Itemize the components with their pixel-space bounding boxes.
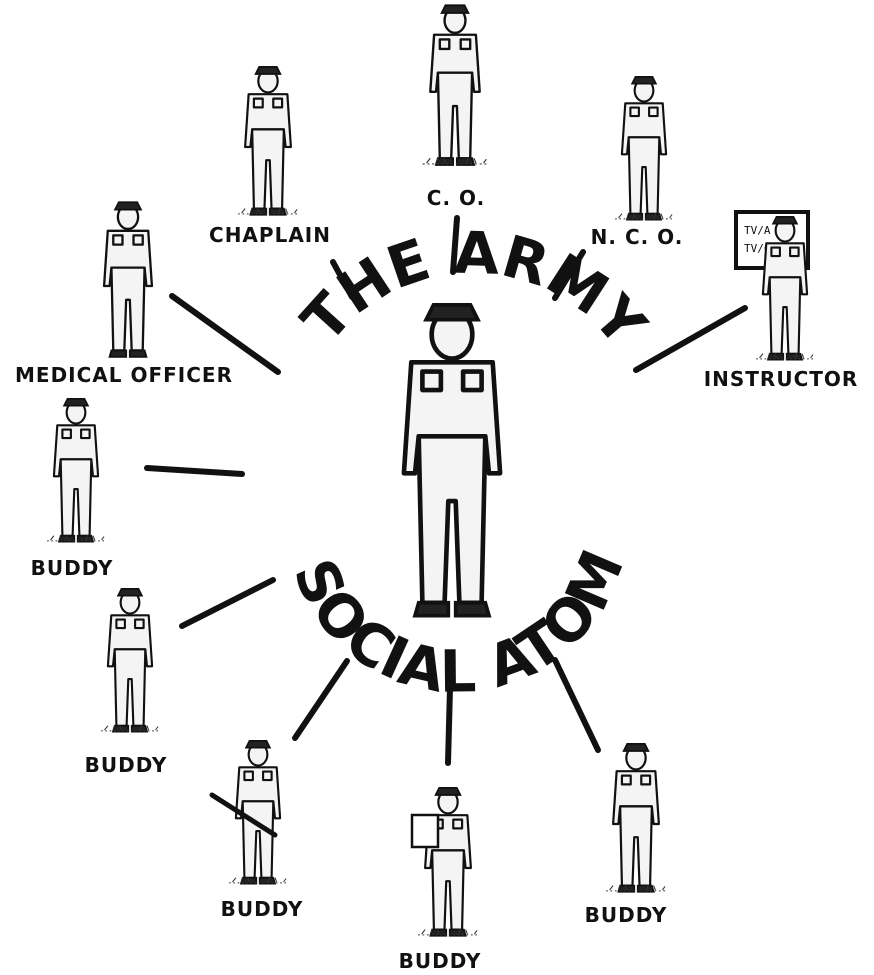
ray-buddy-2 (179, 577, 276, 629)
buddy-2-figure (100, 587, 160, 733)
buddy-5-label: BUDDY (585, 903, 668, 927)
buddy-4-label: BUDDY (399, 949, 482, 973)
buddy-4-figure (417, 786, 479, 937)
nco-figure (614, 75, 674, 221)
ray-instructor (633, 305, 748, 373)
medical-officer-figure (102, 201, 154, 358)
buddy-3-label: BUDDY (221, 897, 304, 921)
medical-officer-label: MEDICAL OFFICER (15, 363, 233, 387)
blackboard-line-1: TV/A (744, 224, 771, 237)
co-label: C. O. (427, 186, 485, 210)
ray-buddy-5 (552, 657, 601, 753)
connector-lines (144, 215, 748, 766)
ray-co (450, 215, 460, 275)
buddy-5-figure (605, 742, 667, 893)
buddy-2-label: BUDDY (85, 753, 168, 777)
ray-buddy-3 (292, 658, 350, 741)
chaplain-label: CHAPLAIN (209, 223, 331, 247)
instructor-label: INSTRUCTOR (704, 367, 859, 391)
ray-chaplain (330, 259, 355, 300)
co-figure (422, 4, 488, 167)
chaplain-figure (237, 65, 299, 216)
box-icon (410, 813, 440, 849)
ray-medical-officer (169, 293, 281, 375)
central-soldier-figure (404, 305, 500, 616)
ray-buddy-4 (445, 685, 453, 766)
ray-nco (552, 249, 586, 301)
rifle-icon (209, 792, 278, 838)
blackboard-line-2: TV/C (744, 242, 771, 255)
nco-label: N. C. O. (591, 225, 684, 249)
buddy-1-figure (46, 397, 106, 543)
ray-buddy-1 (144, 465, 245, 477)
buddy-1-label: BUDDY (31, 556, 114, 580)
